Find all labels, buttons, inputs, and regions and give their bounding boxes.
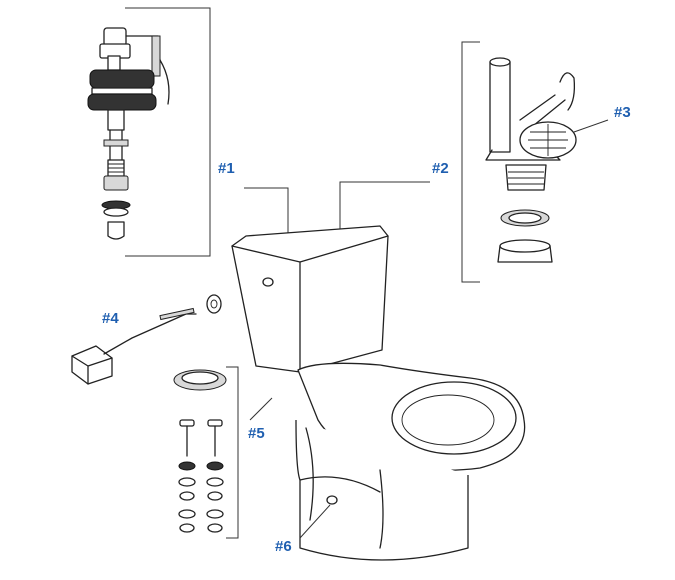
fill-valve-part[interactable] [87, 27, 170, 240]
callout-5[interactable]: #5 [248, 425, 265, 442]
bracket-5 [226, 366, 239, 539]
callout-2[interactable]: #2 [432, 160, 449, 177]
leader-line-3 [573, 119, 609, 133]
leader-line-5 [249, 397, 273, 421]
bracket-2 [461, 41, 480, 283]
bracket-1 [125, 7, 211, 257]
leader-line-6 [299, 504, 331, 539]
bolt-kit-part[interactable] [173, 369, 227, 533]
callout-4[interactable]: #4 [102, 310, 119, 327]
toilet-body [231, 225, 526, 561]
leader-line-1 [244, 187, 289, 242]
callout-6[interactable]: #6 [275, 538, 292, 555]
leader-line-2 [339, 181, 430, 238]
callout-3[interactable]: #3 [614, 104, 631, 121]
callout-1[interactable]: #1 [218, 160, 235, 177]
trip-lever-part[interactable] [71, 294, 222, 385]
flush-valve-part[interactable] [485, 57, 561, 263]
flapper-part[interactable] [519, 72, 577, 159]
